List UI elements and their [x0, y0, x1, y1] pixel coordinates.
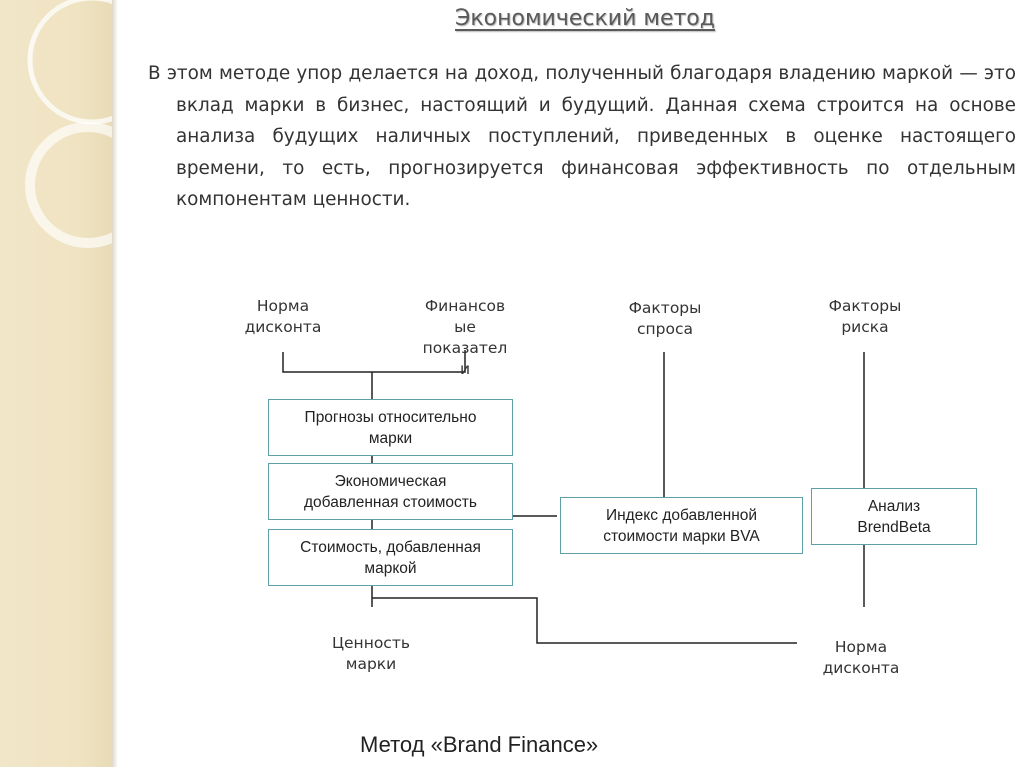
- label-brand-value: Ценность марки: [331, 634, 410, 673]
- box-brandbeta-analysis-text: Анализ BrendBeta: [857, 497, 931, 536]
- slide-title: Экономический метод: [455, 6, 715, 31]
- label-financial-indicators: Финансов ые показател и: [422, 297, 508, 378]
- decorative-rings: [25, 0, 112, 248]
- decorative-side-panel: [0, 0, 112, 767]
- box-economic-value-added-text: Экономическая добавленная стоимость: [304, 472, 477, 511]
- label-discount-rate-bottom: Норма дисконта: [822, 638, 900, 677]
- side-panel-shadow: [112, 0, 118, 767]
- box-economic-value-added: Экономическая добавленная стоимость: [268, 463, 513, 520]
- box-brand-value-added: Стоимость, добавленная маркой: [268, 529, 513, 586]
- box-brand-forecasts-text: Прогнозы относительно марки: [304, 408, 477, 447]
- box-brand-value-added-text: Стоимость, добавленная маркой: [300, 538, 481, 577]
- label-risk-factors: Факторы риска: [828, 297, 902, 336]
- box-brand-forecasts: Прогнозы относительно марки: [268, 399, 513, 456]
- method-caption: Метод «Brand Finance»: [360, 732, 599, 757]
- slide-paragraph: В этом методе упор делается на доход, по…: [148, 58, 1016, 216]
- box-bva-index: Индекс добавленной стоимости марки BVA: [560, 497, 803, 554]
- label-demand-factors: Факторы спроса: [628, 299, 702, 338]
- label-discount-rate-top: Норма дисконта: [244, 297, 322, 336]
- box-brandbeta-analysis: Анализ BrendBeta: [811, 488, 977, 545]
- box-bva-index-text: Индекс добавленной стоимости марки BVA: [603, 506, 760, 545]
- paragraph-text: В этом методе упор делается на доход, по…: [148, 63, 1016, 210]
